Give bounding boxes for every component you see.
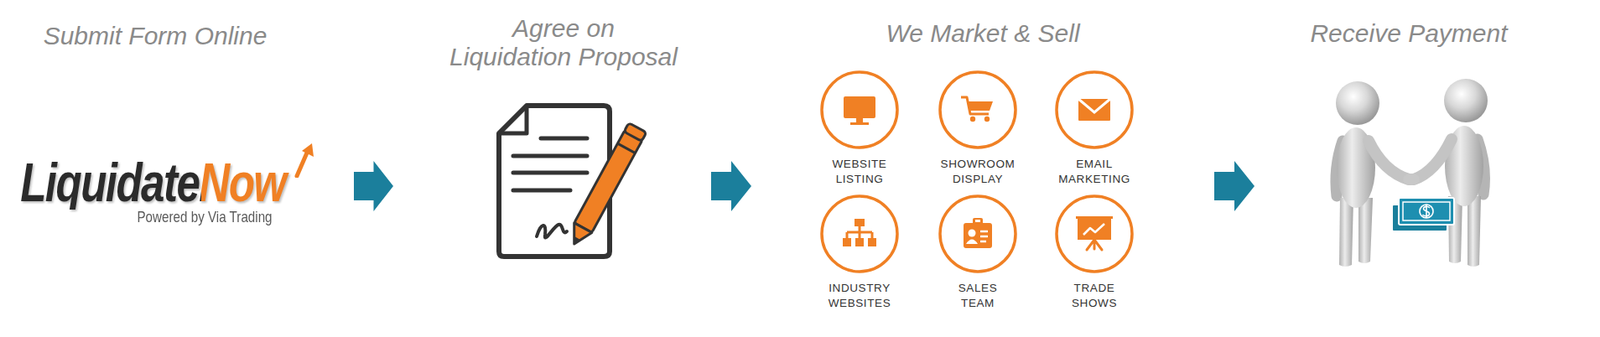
channel-circle xyxy=(927,69,1029,152)
envelope-body xyxy=(1078,98,1111,121)
cart-wheel xyxy=(984,116,990,122)
org-box xyxy=(867,238,877,247)
logo-arrow xyxy=(294,142,317,178)
cart-basket xyxy=(967,101,993,111)
channel-circle xyxy=(809,69,910,152)
process-step: WEBSITE LISTING SHOWROOM DISPLAY EMAIL MAR… xyxy=(751,0,1215,337)
pen-body xyxy=(574,129,643,233)
logo-arrow-head xyxy=(301,143,314,157)
channel-node: SALES TEAM xyxy=(927,193,1029,312)
figure-arm xyxy=(1368,140,1409,180)
process-step: Submit Form OnlineLiquidateNowPowered by… xyxy=(0,0,354,337)
cart-wheel xyxy=(970,116,976,122)
board-panel xyxy=(1077,218,1112,240)
icon-ring xyxy=(1056,196,1133,272)
channel-label: SHOWROOM DISPLAY xyxy=(940,156,1016,188)
channel-node: INDUSTRY WEBSITES xyxy=(809,193,910,312)
logo-block: LiquidateNowPowered by Via Trading xyxy=(0,155,311,227)
channel-icon xyxy=(963,218,993,249)
channel-label: SALES TEAM xyxy=(958,280,998,312)
contract-document xyxy=(498,105,647,257)
document-page xyxy=(498,105,610,257)
channel-node: WEBSITE LISTING xyxy=(809,69,910,188)
step-heading: Agree on Liquidation Proposal xyxy=(437,14,690,72)
document-fold xyxy=(500,107,527,134)
channel-label: INDUSTRY WEBSITES xyxy=(828,280,892,312)
badge-shoulders xyxy=(966,239,978,245)
figure-arm xyxy=(1413,139,1452,180)
currency-symbol xyxy=(1423,205,1430,219)
channel-node: SHOWROOM DISPLAY xyxy=(927,69,1029,188)
channel-circle xyxy=(927,193,1029,276)
org-lines xyxy=(846,226,873,239)
icon-ring xyxy=(1056,72,1133,148)
badge-card xyxy=(963,223,993,249)
clasped-hands xyxy=(1402,173,1420,186)
channel-circle xyxy=(1044,69,1145,152)
pen-band xyxy=(617,143,635,153)
board-stand xyxy=(1086,239,1102,250)
pen-tip xyxy=(565,223,593,250)
pen-icon xyxy=(565,123,647,250)
logo-arrow-shaft xyxy=(296,150,308,177)
channel-icon xyxy=(843,96,876,125)
logo-wordmark: LiquidateNow xyxy=(17,155,293,210)
document-lines xyxy=(513,138,588,191)
flow-arrow xyxy=(1214,161,1255,212)
process-step: Agree on Liquidation Proposal xyxy=(393,0,712,337)
channel-circle xyxy=(809,193,910,276)
monitor-base xyxy=(850,122,869,125)
channel-circle xyxy=(1044,193,1145,276)
channel-label: WEBSITE LISTING xyxy=(832,156,888,188)
icon-ring xyxy=(940,196,1016,272)
step-heading: Submit Form Online xyxy=(43,21,268,51)
step-heading: We Market & Sell xyxy=(885,19,1080,48)
monitor-screen xyxy=(843,96,876,119)
step-heading: Receive Payment xyxy=(1309,19,1507,48)
logo-lockup: LiquidateNowPowered by Via Trading xyxy=(17,155,293,227)
board-chart xyxy=(1083,223,1105,235)
figure-head xyxy=(1444,78,1488,123)
icon-ring xyxy=(821,72,898,148)
bill-seal xyxy=(1419,204,1434,219)
flow-arrow xyxy=(711,161,752,212)
pen-nib xyxy=(571,236,581,246)
figure-leg xyxy=(1467,196,1481,267)
bill-border xyxy=(1402,202,1450,221)
badge-head xyxy=(968,229,977,238)
channel-label: EMAIL MARKETING xyxy=(1058,156,1131,188)
badge-slot xyxy=(975,219,981,223)
figure-leg xyxy=(1358,197,1373,264)
channel-node: TRADE SHOWS xyxy=(1044,193,1145,312)
badge-lines xyxy=(980,231,988,242)
flow-arrow xyxy=(353,161,394,212)
icon-ring xyxy=(940,72,1016,148)
channel-icon xyxy=(1078,98,1111,121)
channel-label: TRADE SHOWS xyxy=(1071,280,1117,312)
channel-icon xyxy=(1075,216,1113,250)
org-box xyxy=(854,218,865,227)
bill xyxy=(1398,197,1455,225)
signature-squiggle xyxy=(536,224,567,239)
channel-node: EMAIL MARKETING xyxy=(1044,69,1145,188)
pen-cap xyxy=(623,123,647,142)
org-box xyxy=(855,238,864,247)
process-step: Receive Payment xyxy=(1254,0,1600,337)
figure-leg xyxy=(1339,197,1354,267)
logo-tagline: Powered by Via Trading xyxy=(17,207,293,227)
channel-icon xyxy=(842,218,877,247)
channel-icon xyxy=(961,97,993,122)
handshake-figures xyxy=(1335,78,1488,267)
money-bills xyxy=(1392,197,1455,232)
badge-clip xyxy=(972,218,983,225)
envelope-flap xyxy=(1078,98,1111,113)
org-box xyxy=(842,238,852,247)
icon-ring xyxy=(821,196,898,272)
figure-head xyxy=(1335,81,1380,125)
